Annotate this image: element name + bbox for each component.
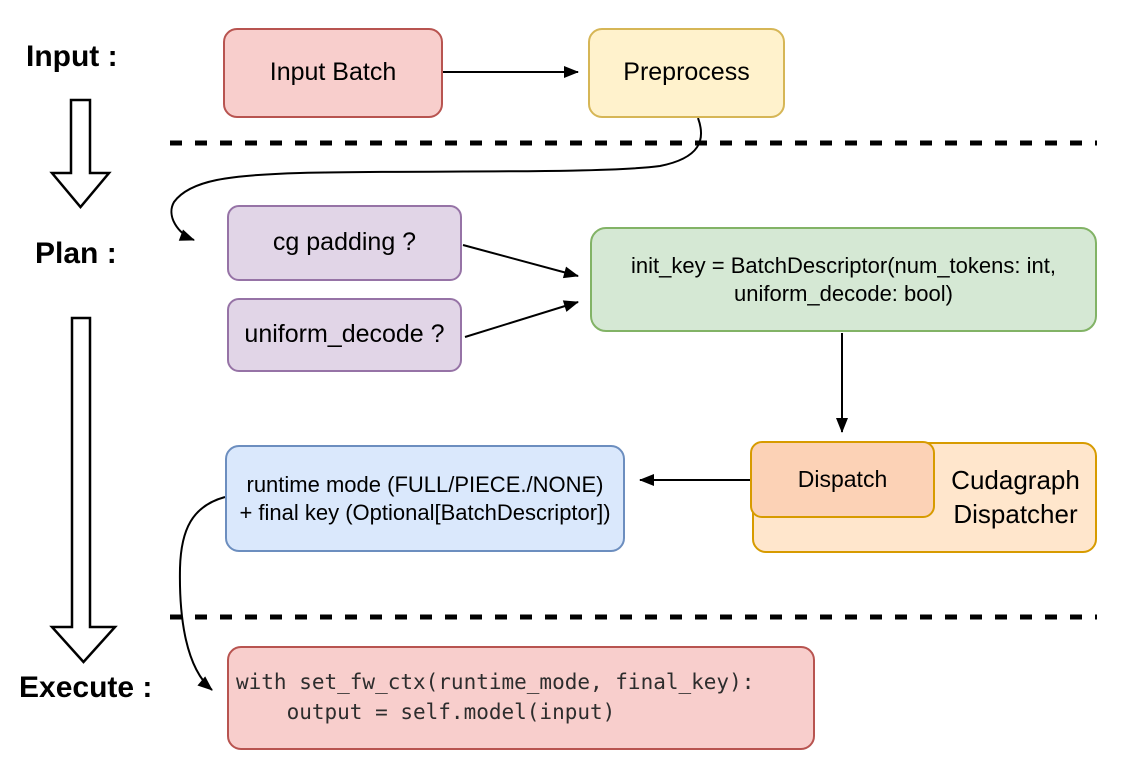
node-init-key: init_key = BatchDescriptor(num_tokens: i… bbox=[590, 227, 1097, 332]
node-runtime-mode: runtime mode (FULL/PIECE./NONE) + final … bbox=[225, 445, 625, 552]
node-init-key-line2: uniform_decode: bool) bbox=[734, 280, 953, 306]
node-cg-padding-label: cg padding ? bbox=[272, 228, 417, 257]
connector-runtime-to-executecode bbox=[178, 496, 226, 691]
node-cudagraph-dispatcher-label: Cudagraph Dispatcher bbox=[934, 442, 1097, 553]
node-execute-code-line2: output = self.model(input) bbox=[236, 700, 616, 724]
node-preprocess: Preprocess bbox=[588, 28, 785, 118]
node-input-batch-label: Input Batch bbox=[269, 58, 397, 87]
node-uniform-decode-label: uniform_decode ? bbox=[244, 320, 445, 349]
node-cg-padding: cg padding ? bbox=[227, 205, 462, 281]
section-label-plan: Plan : bbox=[35, 237, 117, 270]
node-input-batch: Input Batch bbox=[223, 28, 443, 118]
connector-preprocess-to-cgpadding bbox=[170, 117, 702, 241]
connector-uniformdecode-to-initkey bbox=[464, 300, 579, 338]
node-init-key-line1: init_key = BatchDescriptor(num_tokens: i… bbox=[631, 253, 1056, 278]
node-execute-code: with set_fw_ctx(runtime_mode, final_key)… bbox=[227, 646, 815, 750]
node-uniform-decode: uniform_decode ? bbox=[227, 298, 462, 372]
node-dispatch: Dispatch bbox=[750, 441, 935, 518]
node-cudagraph-dispatcher-line1: Cudagraph bbox=[951, 464, 1080, 495]
node-runtime-mode-line1: runtime mode (FULL/PIECE./NONE) bbox=[246, 472, 604, 497]
node-runtime-mode-line2: + final key (Optional[BatchDescriptor]) bbox=[239, 499, 611, 525]
node-dispatch-label: Dispatch bbox=[797, 466, 888, 493]
stage-arrow-input-to-plan-icon bbox=[49, 98, 112, 209]
stage-arrow-plan-to-execute-icon bbox=[49, 316, 118, 664]
section-label-input: Input : bbox=[26, 40, 118, 73]
node-preprocess-label: Preprocess bbox=[623, 58, 750, 87]
connector-cgpadding-to-initkey bbox=[462, 244, 579, 279]
node-execute-code-line1: with set_fw_ctx(runtime_mode, final_key)… bbox=[236, 670, 755, 695]
node-cudagraph-dispatcher-line2: Dispatcher bbox=[953, 498, 1078, 529]
section-label-execute: Execute : bbox=[19, 671, 153, 704]
